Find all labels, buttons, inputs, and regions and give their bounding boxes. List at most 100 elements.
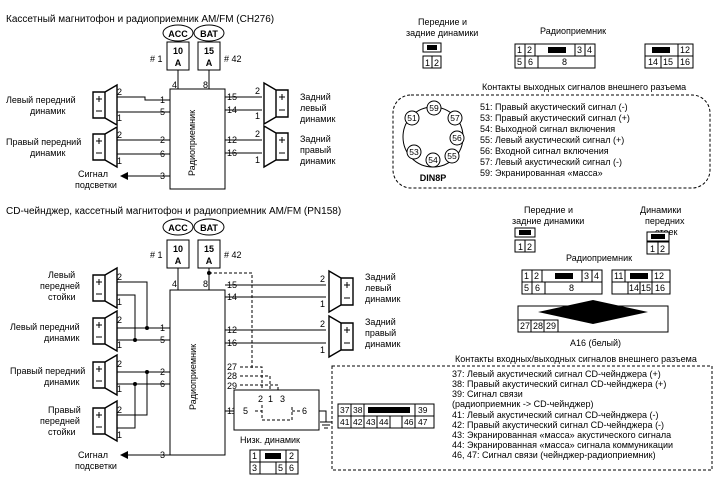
cd-connector: 37 38 39 41 42 43 44 46 47 xyxy=(337,403,435,429)
svg-text:14: 14 xyxy=(648,57,658,67)
svg-text:ACC: ACC xyxy=(168,223,188,233)
tr-radio-title: Радиоприемник xyxy=(540,26,606,36)
svg-text:16: 16 xyxy=(227,338,237,348)
svg-text:10: 10 xyxy=(173,244,183,254)
svg-text:2: 2 xyxy=(660,244,665,254)
svg-text:стойки: стойки xyxy=(48,292,76,302)
svg-text:2: 2 xyxy=(117,272,122,282)
svg-text:1: 1 xyxy=(117,340,122,350)
svg-text:38: 38 xyxy=(353,405,363,415)
svg-text:Левый передний: Левый передний xyxy=(10,322,80,332)
svg-text:43: 43 xyxy=(366,417,376,427)
svg-text:8: 8 xyxy=(562,57,567,67)
top-rear-right-speaker: 2 1 Задний правый динамик xyxy=(255,124,335,169)
svg-text:2: 2 xyxy=(255,86,260,96)
svg-text:2: 2 xyxy=(117,87,122,97)
svg-text:27: 27 xyxy=(227,362,237,372)
top-title: Кассетный магнитофон и радиоприемник AM/… xyxy=(6,13,274,25)
bottom-rear-right-speaker: 2 1 Задний правый динамик xyxy=(320,314,400,359)
svg-text:передней: передней xyxy=(40,281,80,291)
svg-text:56: Входной сигнал включения: 56: Входной сигнал включения xyxy=(480,146,609,156)
svg-text:# 42: # 42 xyxy=(224,250,242,260)
svg-text:28: 28 xyxy=(533,321,543,331)
svg-text:8: 8 xyxy=(569,283,574,293)
svg-text:Левый передний: Левый передний xyxy=(6,95,76,105)
svg-text:41: Левый акустический сигнал: 41: Левый акустический сигнал CD-чейндже… xyxy=(452,410,659,420)
svg-text:1: 1 xyxy=(320,345,325,355)
svg-text:14: 14 xyxy=(227,292,237,302)
bottom-radio-label: Радиоприемник xyxy=(188,344,198,410)
svg-text:ACC: ACC xyxy=(168,29,188,39)
top-fuse-bat: BAT 15 A # 42 xyxy=(193,24,242,71)
svg-text:задние динамики: задние динамики xyxy=(406,28,478,38)
tr-ext-frame xyxy=(392,94,711,189)
svg-text:3: 3 xyxy=(584,271,589,281)
svg-text:2: 2 xyxy=(117,405,122,415)
svg-text:стойки: стойки xyxy=(48,427,76,437)
svg-text:1: 1 xyxy=(255,155,260,165)
svg-text:6: 6 xyxy=(528,57,533,67)
svg-text:3: 3 xyxy=(160,171,165,181)
br-radio-connector-b: 11 12 14 15 16 xyxy=(611,269,671,295)
bottom-right-front-speaker: Правый передний динамик 2 1 xyxy=(10,353,122,397)
svg-text:5: 5 xyxy=(517,57,522,67)
svg-text:4: 4 xyxy=(172,80,177,90)
svg-text:2: 2 xyxy=(434,58,439,68)
svg-text:3: 3 xyxy=(280,394,285,404)
svg-text:15: 15 xyxy=(227,92,237,102)
svg-text:56: 56 xyxy=(452,133,462,143)
br-pillar-title: Динамики xyxy=(640,205,681,215)
svg-text:1: 1 xyxy=(518,242,523,252)
br-speakers-title: Передние и xyxy=(524,205,573,215)
svg-text:2: 2 xyxy=(527,45,532,55)
a16-label: A16 (белый) xyxy=(570,338,621,348)
svg-text:6: 6 xyxy=(160,149,165,159)
bottom-left-front-speaker: Левый передний динамик 2 1 xyxy=(10,309,122,353)
svg-text:15: 15 xyxy=(641,283,651,293)
svg-text:39: Сигнал связи: 39: Сигнал связи xyxy=(452,389,523,399)
svg-text:16: 16 xyxy=(655,283,665,293)
top-rear-left-speaker: 2 1 Задний левый динамик xyxy=(255,81,335,126)
svg-text:47: 47 xyxy=(418,417,428,427)
svg-text:(радиоприемник -> CD-чейнджер): (радиоприемник -> CD-чейнджер) xyxy=(452,399,594,409)
bottom-fuse-bat: BAT 15 A # 42 xyxy=(193,218,242,269)
br-legend: 37: Левый акустический сигнал CD-чейндже… xyxy=(452,369,673,460)
svg-text:динамик: динамик xyxy=(300,156,335,166)
svg-text:55: Левый акустический сигнал: 55: Левый акустический сигнал (+) xyxy=(480,135,624,145)
svg-text:Правый передний: Правый передний xyxy=(6,137,81,147)
svg-text:динамик: динамик xyxy=(44,377,79,387)
bottom-title: CD-чейнджер, кассетный магнитофон и ради… xyxy=(6,205,341,217)
svg-text:27: 27 xyxy=(520,321,530,331)
svg-text:37: Левый акустический сигнал: 37: Левый акустический сигнал CD-чейндже… xyxy=(452,369,661,379)
svg-text:16: 16 xyxy=(227,148,237,158)
svg-text:6: 6 xyxy=(289,463,294,473)
svg-text:51: 51 xyxy=(407,113,417,123)
svg-text:12: 12 xyxy=(680,45,690,55)
svg-text:5: 5 xyxy=(243,406,248,416)
svg-text:1: 1 xyxy=(524,271,529,281)
svg-text:A: A xyxy=(175,58,182,68)
svg-text:12: 12 xyxy=(654,271,664,281)
svg-text:46: 46 xyxy=(404,417,414,427)
svg-text:левый: левый xyxy=(300,103,327,113)
svg-text:44: Экранированная «масса» сиг: 44: Экранированная «масса» сигнала комму… xyxy=(452,440,673,450)
bottom-backlight-label: Сигнал xyxy=(78,450,108,460)
svg-text:1: 1 xyxy=(517,45,522,55)
svg-text:3: 3 xyxy=(577,45,582,55)
svg-text:2: 2 xyxy=(320,319,325,329)
svg-text:BAT: BAT xyxy=(200,223,218,233)
svg-text:8: 8 xyxy=(203,80,208,90)
tr-speaker-connector: 1 2 xyxy=(422,42,442,69)
tr-ext-title: Контакты выходных сигналов внешнего разъ… xyxy=(482,82,686,92)
woofer-box: 2 1 3 5 6 Низк. динамик xyxy=(233,389,332,445)
bottom-rear-left-speaker: 2 1 Задний левый динамик xyxy=(320,269,400,314)
svg-text:Левый: Левый xyxy=(48,270,75,280)
svg-text:15: 15 xyxy=(204,244,214,254)
svg-text:Задний: Задний xyxy=(300,92,331,102)
svg-text:2: 2 xyxy=(160,135,165,145)
svg-text:# 1: # 1 xyxy=(150,250,163,260)
svg-text:57: Левый акустический сигнал: 57: Левый акустический сигнал (-) xyxy=(480,157,622,167)
top-radio-box xyxy=(169,88,226,190)
svg-text:28: 28 xyxy=(227,371,237,381)
